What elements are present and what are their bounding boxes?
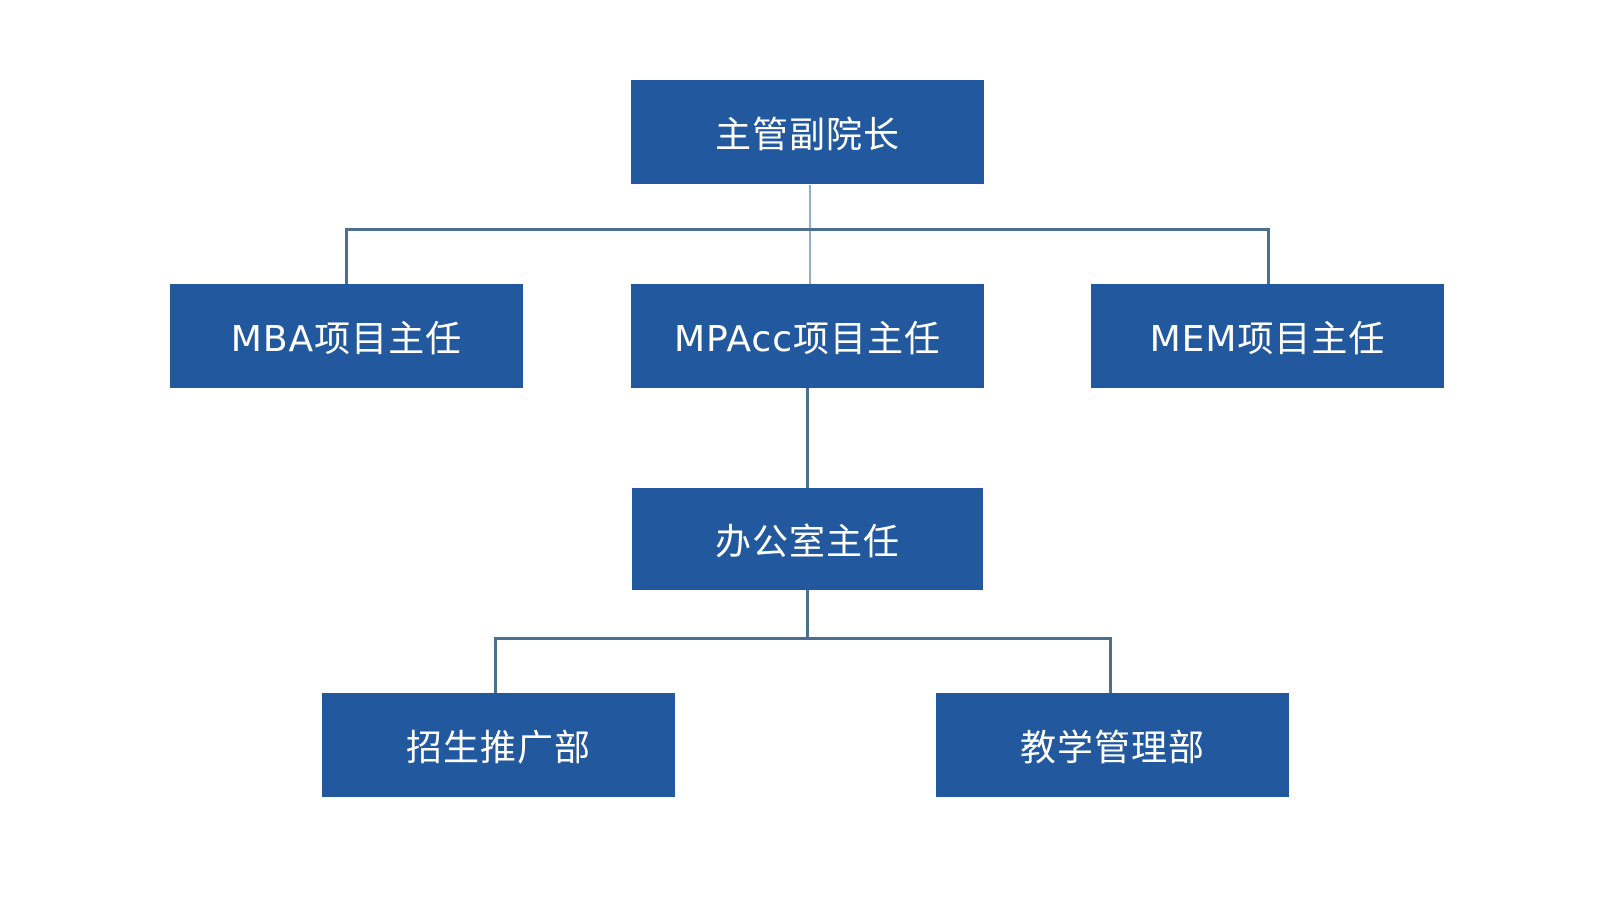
connector-to-recruitment <box>494 637 497 693</box>
node-label: 办公室主任 <box>714 522 900 563</box>
connector-departments-bar <box>494 637 1112 640</box>
connector-head-down <box>809 185 811 285</box>
node-office-director: 办公室主任 <box>632 488 983 590</box>
connector-to-mem <box>1267 228 1270 285</box>
connector-to-mba <box>345 228 348 285</box>
connector-to-teaching <box>1109 637 1112 693</box>
node-label: 招生推广部 <box>405 728 591 769</box>
node-label: MBA项目主任 <box>230 319 463 360</box>
node-mem-director: MEM项目主任 <box>1091 284 1444 388</box>
connector-mpacc-to-office <box>806 388 809 488</box>
node-label: 主管副院长 <box>714 115 900 156</box>
node-recruitment-dept: 招生推广部 <box>322 693 675 797</box>
connector-office-down <box>806 590 809 640</box>
node-mpacc-director: MPAcc项目主任 <box>631 284 984 388</box>
node-label: 教学管理部 <box>1019 728 1205 769</box>
node-teaching-dept: 教学管理部 <box>936 693 1289 797</box>
node-vice-dean: 主管副院长 <box>631 80 984 184</box>
node-label: MPAcc项目主任 <box>673 319 942 360</box>
node-label: MEM项目主任 <box>1149 319 1386 360</box>
node-mba-director: MBA项目主任 <box>170 284 523 388</box>
connector-directors-bar <box>345 228 1270 231</box>
